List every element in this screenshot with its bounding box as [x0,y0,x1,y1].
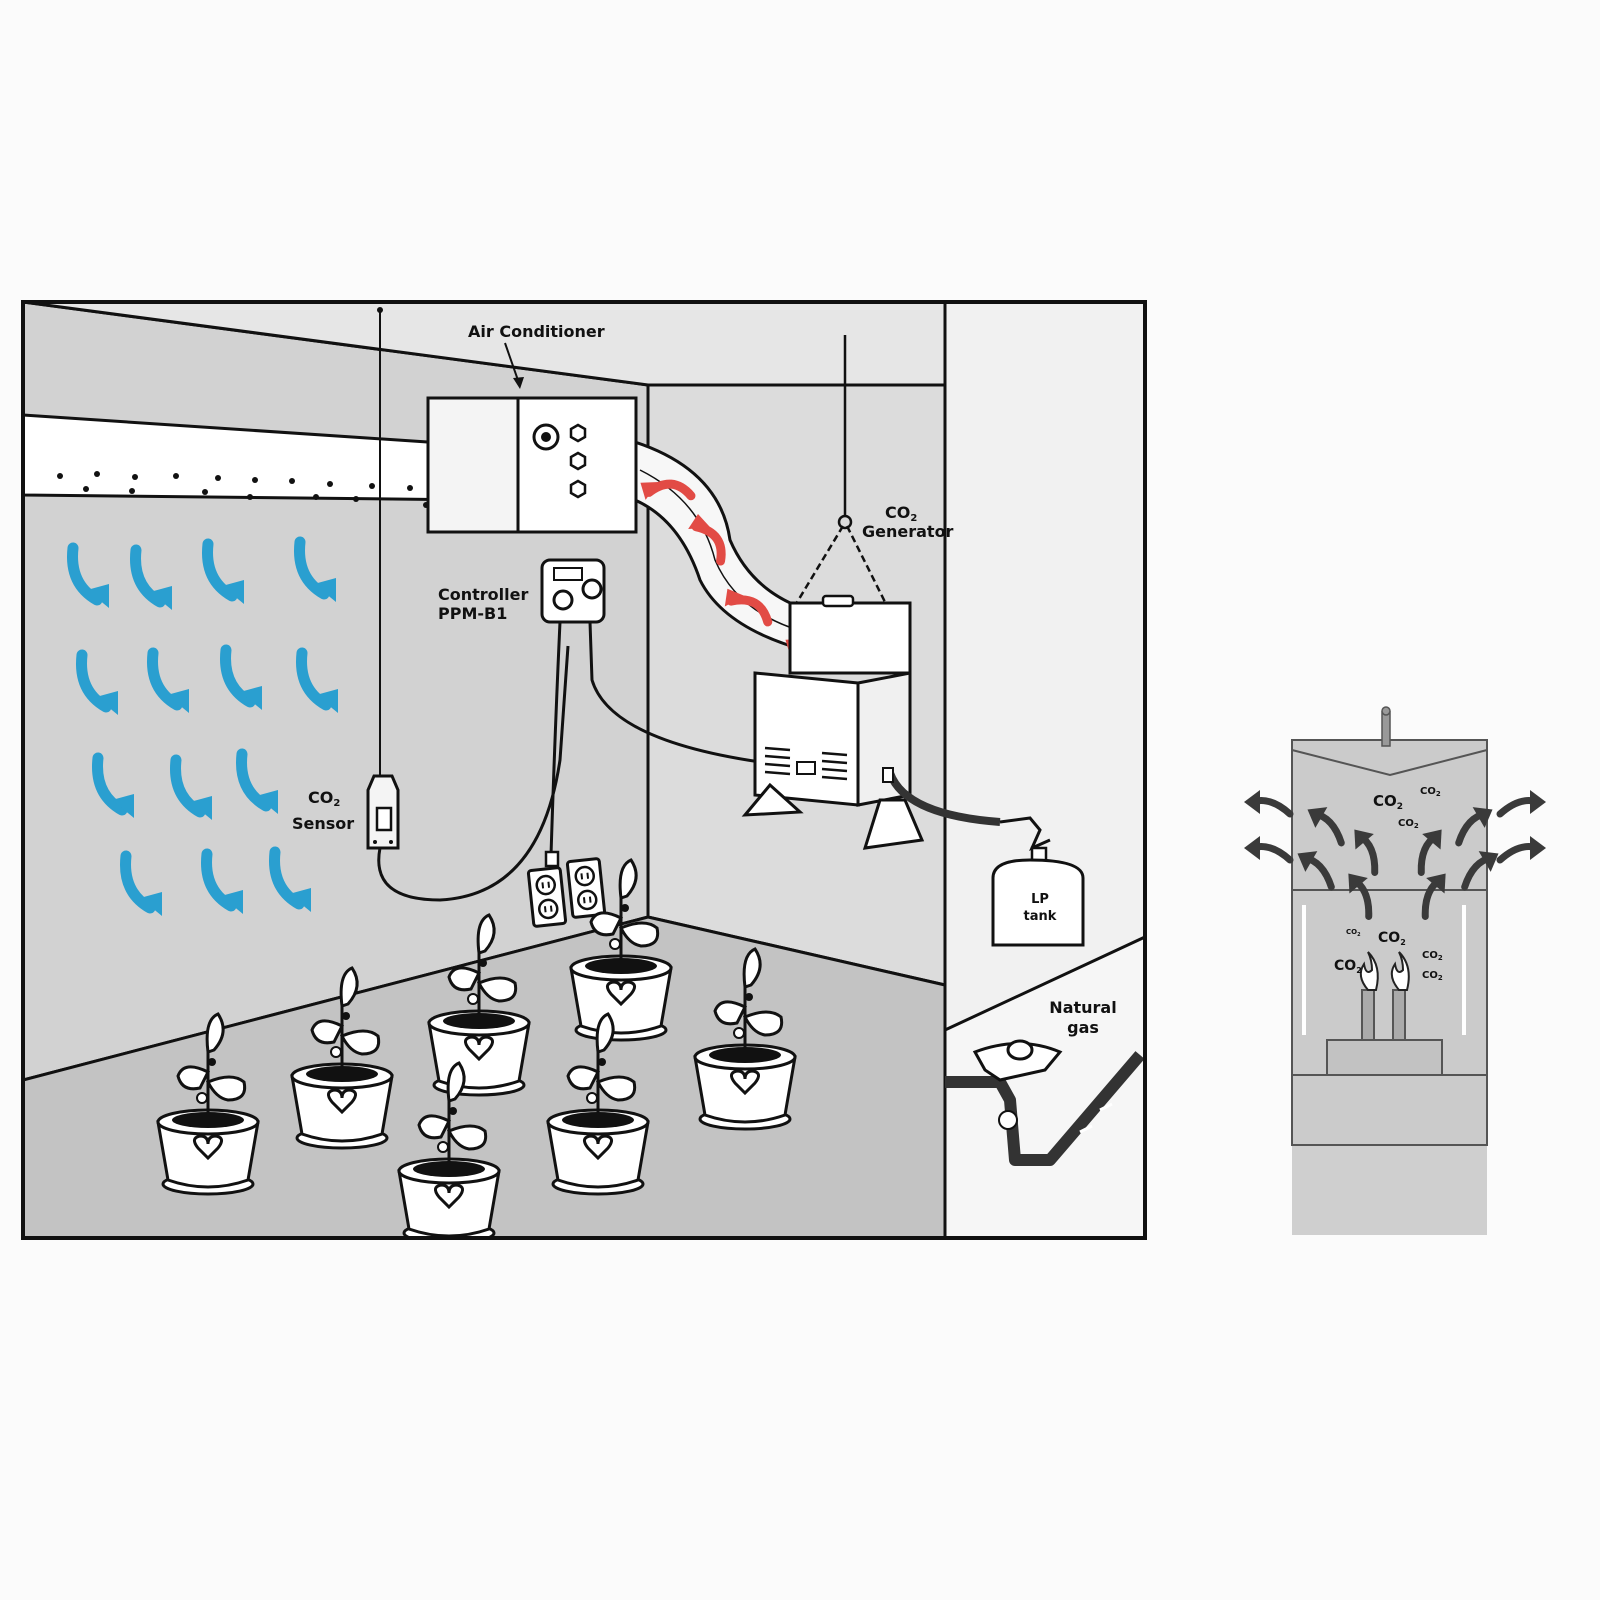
co2-text: CO2 [1398,818,1419,830]
grow-room-scene: Air Conditioner CO2 Generator Controller… [23,302,1145,1238]
lp-tank [991,816,1085,947]
air-conditioner [426,396,638,534]
label-natural-gas: Natural [1049,998,1116,1017]
label-natural-gas-2: gas [1067,1018,1099,1037]
co2-text: CO2 [1378,930,1406,947]
label-controller-model: PPM-B1 [438,604,507,623]
controller-knob-icon [552,589,574,611]
hanging-chain [794,525,888,605]
generator-detail: CO2 CO2 CO2 CO2 CO2 CO2 CO2 CO2 [1244,706,1546,1235]
label-lp-tank-2: tank [1024,909,1057,924]
co2-text: CO2 [1373,792,1403,812]
label-co2-sensor-2: Sensor [292,814,354,833]
co2-text: CO2 [1334,958,1362,975]
label-co2-generator: CO2 [885,503,917,524]
label-co2-sensor: CO2 [308,788,340,809]
label-controller: Controller [438,585,528,604]
flame-icon [1390,951,1410,991]
co2-text: CO2 [1346,928,1361,938]
controller-ppm-b1 [540,558,761,868]
co2-generator [741,594,1001,850]
co2-text: CO2 [1422,950,1443,962]
co2-text: CO2 [1422,970,1443,982]
label-air-conditioner: Air Conditioner [468,322,605,341]
natural-gas-valve [945,1039,1145,1166]
flame-icon [1359,951,1379,991]
co2-sensor [366,645,570,902]
label-co2-generator-2: Generator [862,522,954,541]
co2-text: CO2 [1420,786,1441,798]
label-lp-tank: LP [1031,892,1049,907]
